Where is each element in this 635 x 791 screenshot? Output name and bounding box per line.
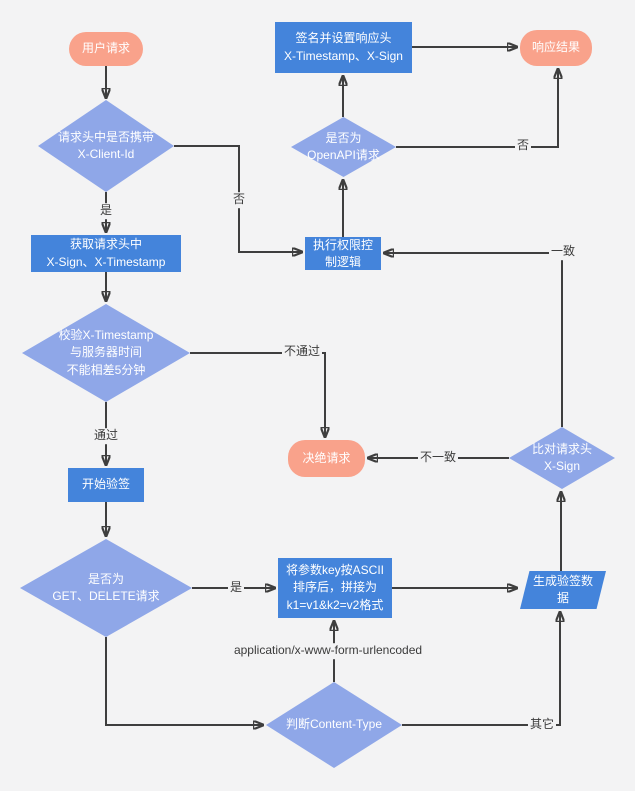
edge-method-no bbox=[105, 637, 263, 725]
edge-label-method-yes: 是 bbox=[227, 580, 245, 596]
node-exec-permission: 执行权限控 制逻辑 bbox=[305, 237, 381, 270]
diamond-shape bbox=[509, 427, 615, 489]
node-check-content-type: 判断Content-Type bbox=[266, 682, 402, 768]
edge-label-sign-mismatch: 不一致 bbox=[417, 450, 459, 466]
node-response-result: 响应结果 bbox=[520, 30, 592, 66]
diamond-shape bbox=[22, 304, 190, 402]
diamond-shape bbox=[38, 100, 174, 192]
node-check-client-id: 请求头中是否携带 X-Client-Id bbox=[38, 100, 174, 192]
parallelogram-shape bbox=[520, 571, 606, 609]
node-check-method: 是否为 GET、DELETE请求 bbox=[20, 539, 192, 637]
node-label: 签名并设置响应头 X-Timestamp、X-Sign bbox=[284, 31, 403, 63]
edge-label-content-type-form: application/x-www-form-urlencoded bbox=[231, 643, 425, 659]
edge-label-content-type-other: 其它 bbox=[527, 717, 557, 733]
node-label: 决绝请求 bbox=[302, 450, 351, 465]
edge-label-timestamp-fail: 不通过 bbox=[281, 344, 323, 360]
node-check-timestamp: 校验X-Timestamp 与服务器时间 不能相差5分钟 bbox=[22, 304, 190, 402]
edge-label-client-id-no: 否 bbox=[230, 192, 248, 208]
node-check-openapi: 是否为 OpenAPI请求 bbox=[291, 117, 396, 177]
node-label: 比对请求头 X-Sign bbox=[531, 441, 592, 473]
node-label: 用户请求 bbox=[81, 41, 130, 56]
node-sign-response: 签名并设置响应头 X-Timestamp、X-Sign bbox=[275, 22, 412, 73]
node-label: 响应结果 bbox=[531, 40, 580, 55]
node-label: 将参数key按ASCII 排序后，拼接为 k1=v1&k2=v2格式 bbox=[285, 562, 385, 612]
edge-openapi-no bbox=[396, 69, 558, 148]
diamond-shape bbox=[20, 539, 192, 637]
node-gen-verify-data: 生成验签数 据 bbox=[520, 571, 606, 609]
diamond-shape bbox=[266, 682, 402, 768]
node-label: 请求头中是否携带 X-Client-Id bbox=[57, 129, 154, 161]
node-label: 开始验签 bbox=[81, 477, 130, 492]
edge-contenttype-other bbox=[402, 612, 560, 726]
node-get-sign-headers: 获取请求头中 X-Sign、X-Timestamp bbox=[31, 235, 181, 272]
edge-label-openapi-no: 否 bbox=[514, 138, 532, 154]
edge-label-timestamp-pass: 通过 bbox=[91, 428, 121, 444]
edge-timestamp-fail bbox=[190, 352, 325, 437]
node-label: 执行权限控 制逻辑 bbox=[312, 238, 373, 269]
node-label: 判断Content-Type bbox=[285, 717, 383, 732]
node-label: 校验X-Timestamp 与服务器时间 不能相差5分钟 bbox=[58, 327, 154, 377]
node-label: 是否为 GET、DELETE请求 bbox=[52, 571, 160, 603]
node-label: 获取请求头中 X-Sign、X-Timestamp bbox=[46, 237, 166, 269]
node-compare-sign: 比对请求头 X-Sign bbox=[509, 427, 615, 489]
node-label: 是否为 OpenAPI请求 bbox=[307, 130, 380, 162]
node-sort-params: 将参数key按ASCII 排序后，拼接为 k1=v1&k2=v2格式 bbox=[278, 558, 392, 618]
node-label: 生成验签数 据 bbox=[532, 573, 593, 605]
edge-comparesign-match bbox=[384, 253, 563, 427]
node-user-request: 用户请求 bbox=[69, 32, 143, 66]
diamond-shape bbox=[291, 117, 396, 177]
node-reject-request: 决绝请求 bbox=[288, 440, 365, 477]
edge-label-client-id-yes: 是 bbox=[97, 203, 115, 219]
node-start-verify: 开始验签 bbox=[68, 468, 144, 502]
edge-label-sign-match: 一致 bbox=[548, 244, 578, 260]
